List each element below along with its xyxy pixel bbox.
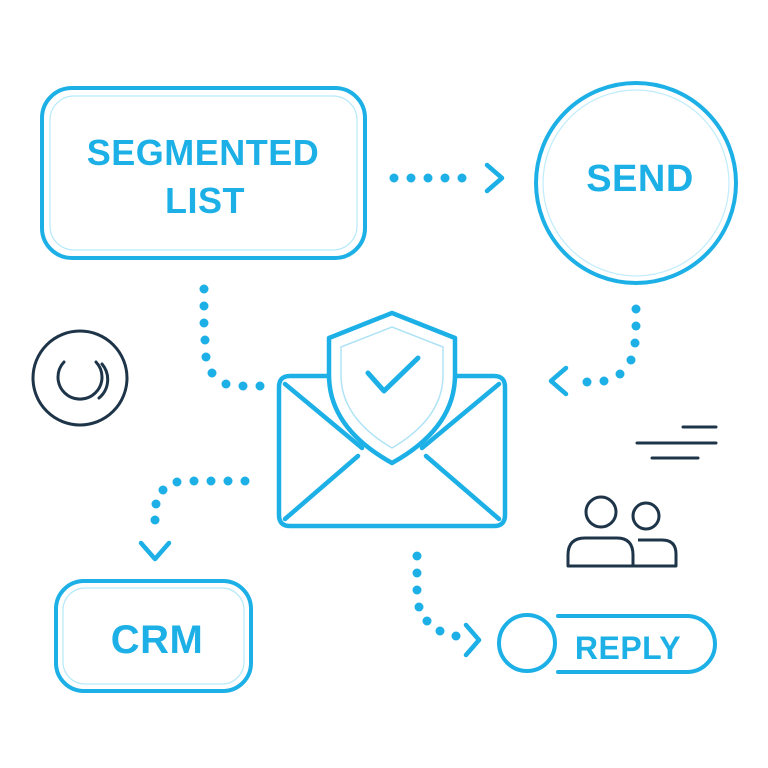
- connector-list-to-envelope: [199, 284, 265, 391]
- arrowhead-right: [484, 162, 505, 194]
- arrow-envelope-to-reply: [412, 551, 482, 658]
- send-circle-inner: [542, 89, 730, 277]
- envelope-flap-left: [282, 381, 365, 451]
- crm-node: CRM: [54, 579, 253, 693]
- segmented-list-label-line2: LIST: [165, 180, 245, 221]
- reply-label: REPLY: [575, 630, 681, 666]
- check-mark: [365, 355, 421, 394]
- segmented-list-box: [40, 86, 367, 260]
- arrowhead-left: [548, 365, 569, 397]
- segmented-list-box-inner: [49, 95, 358, 251]
- envelope-outline: [276, 373, 508, 529]
- reply-node: REPLY: [497, 613, 717, 674]
- reply-pill: [556, 614, 717, 674]
- arrow-send-to-envelope: [548, 304, 641, 397]
- speed-lines-icon: [635, 425, 718, 460]
- shield-inner: [340, 326, 444, 449]
- arrowhead-right-reply: [463, 622, 482, 658]
- reply-circle: [497, 613, 557, 673]
- arrowhead-down: [138, 540, 172, 562]
- segmented-list-node: SEGMENTED LIST: [40, 86, 367, 260]
- shield-outline: [326, 310, 458, 466]
- users-icon: [566, 495, 678, 568]
- send-node: SEND: [534, 81, 738, 285]
- crm-box: [54, 579, 253, 693]
- envelope-flap-right: [419, 381, 502, 451]
- segmented-list-label-line1: SEGMENTED: [87, 132, 320, 173]
- envelope-fold-right: [423, 453, 502, 522]
- arrow-envelope-to-crm: [138, 476, 250, 562]
- envelope-fold-left: [282, 453, 361, 522]
- crm-box-inner: [62, 587, 245, 685]
- send-label: SEND: [586, 158, 694, 200]
- arrow-list-to-send: [389, 162, 505, 194]
- send-circle: [534, 81, 738, 285]
- crm-label: CRM: [111, 618, 204, 662]
- circular-arrows-icon: [31, 329, 129, 427]
- secure-email-icon: [276, 310, 508, 529]
